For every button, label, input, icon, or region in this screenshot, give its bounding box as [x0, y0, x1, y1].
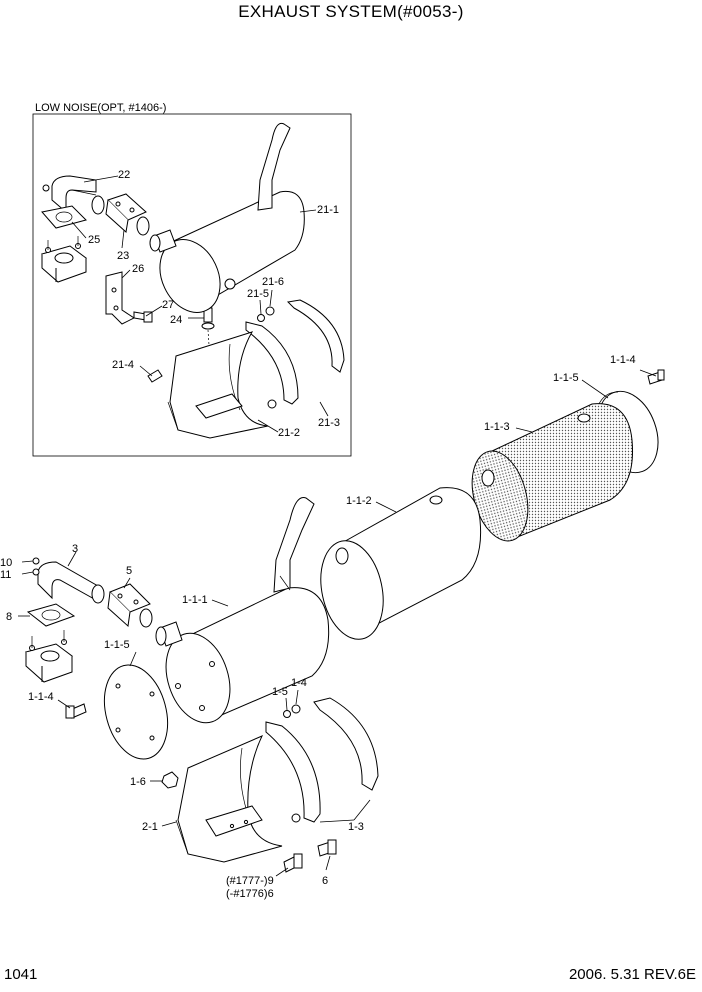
- inset-muffler: [149, 122, 305, 313]
- callout-25: 25: [88, 234, 100, 246]
- callout-3: 3: [72, 543, 78, 555]
- inset-bolt-27: [133, 311, 153, 323]
- callout-21-1: 21-1: [317, 204, 339, 216]
- callout-1-1-5-front: 1-1-5: [104, 639, 130, 651]
- inset-bolt-24: [201, 307, 215, 391]
- callout-1-4: 1-4: [291, 677, 307, 689]
- outer-shell: [320, 487, 482, 640]
- footer-revision: 2006. 5.31 REV.6E: [568, 966, 696, 983]
- inset-strap: [245, 299, 345, 405]
- inset-frame: [32, 113, 352, 457]
- callout-21-2: 21-2: [278, 427, 300, 439]
- callout-1-1-5-rear: 1-1-5: [553, 372, 579, 384]
- callout-21-4: 21-4: [112, 359, 134, 371]
- callout-21-6: 21-6: [262, 276, 284, 288]
- callout-24: 24: [170, 314, 182, 326]
- callout-22: 22: [118, 169, 130, 181]
- callout-21-3: 21-3: [318, 417, 340, 429]
- inset-washer-21-5: [257, 314, 265, 322]
- inset-flange-block: [40, 236, 88, 283]
- washer-11: [32, 568, 40, 576]
- callout-11: 11: [0, 569, 11, 581]
- main-muffler: [155, 496, 330, 724]
- callout-1-1-2: 1-1-2: [346, 495, 372, 507]
- inset-gasket: [41, 205, 87, 229]
- callout-1-1-3: 1-1-3: [484, 421, 510, 433]
- inset-nut-21-6: [265, 306, 275, 316]
- gasket: [26, 603, 76, 627]
- inset-cradle: [167, 331, 277, 439]
- footer-page-number: 1041: [4, 966, 38, 983]
- inset-title: LOW NOISE(OPT, #1406-): [35, 102, 166, 114]
- inset-bracket: [105, 271, 135, 325]
- washer-1-5: [283, 710, 291, 718]
- callout-27: 27: [162, 299, 174, 311]
- nut-10: [32, 557, 40, 565]
- inset-bolt-21-4: [147, 369, 163, 383]
- callout-23: 23: [117, 250, 129, 262]
- bolt-1-1-4-front: [65, 703, 87, 719]
- perforated-tube: [471, 403, 634, 542]
- callout-1-5: 1-5: [272, 686, 288, 698]
- page-title: EXHAUST SYSTEM(#0053-): [238, 2, 464, 21]
- callout-1-6: 1-6: [130, 776, 146, 788]
- inset-leaders: [71, 175, 329, 433]
- bolt-6: [317, 839, 337, 857]
- callout-5: 5: [126, 565, 132, 577]
- callout-21-5: 21-5: [247, 288, 269, 300]
- callout-10: 10: [0, 557, 12, 569]
- callout-1-1-1: 1-1-1: [182, 594, 208, 606]
- callout-1-1-4-rear: 1-1-4: [610, 354, 636, 366]
- callout-6-a: (-#1776)6: [226, 888, 274, 900]
- callout-8: 8: [6, 611, 12, 623]
- main-leaders: [18, 369, 657, 877]
- callout-1-3: 1-3: [348, 821, 364, 833]
- bolt-1-1-4-rear: [647, 369, 665, 385]
- elbow-pipe: [37, 561, 105, 604]
- callout-26: 26: [132, 263, 144, 275]
- nut-1-6: [161, 771, 179, 789]
- nut-1-4: [291, 704, 301, 714]
- callout-9: (#1777-)9: [226, 875, 274, 887]
- callout-2-1: 2-1: [142, 821, 158, 833]
- callout-1-1-4-front: 1-1-4: [28, 691, 54, 703]
- clamp: [107, 583, 153, 628]
- inset-clamp: [105, 193, 150, 236]
- inset-elbow-pipe: [42, 175, 105, 215]
- end-plate-front: [103, 664, 169, 760]
- callout-6-b: 6: [322, 875, 328, 887]
- strap: [265, 697, 379, 823]
- cradle: [175, 735, 301, 863]
- flange-block: [24, 630, 74, 683]
